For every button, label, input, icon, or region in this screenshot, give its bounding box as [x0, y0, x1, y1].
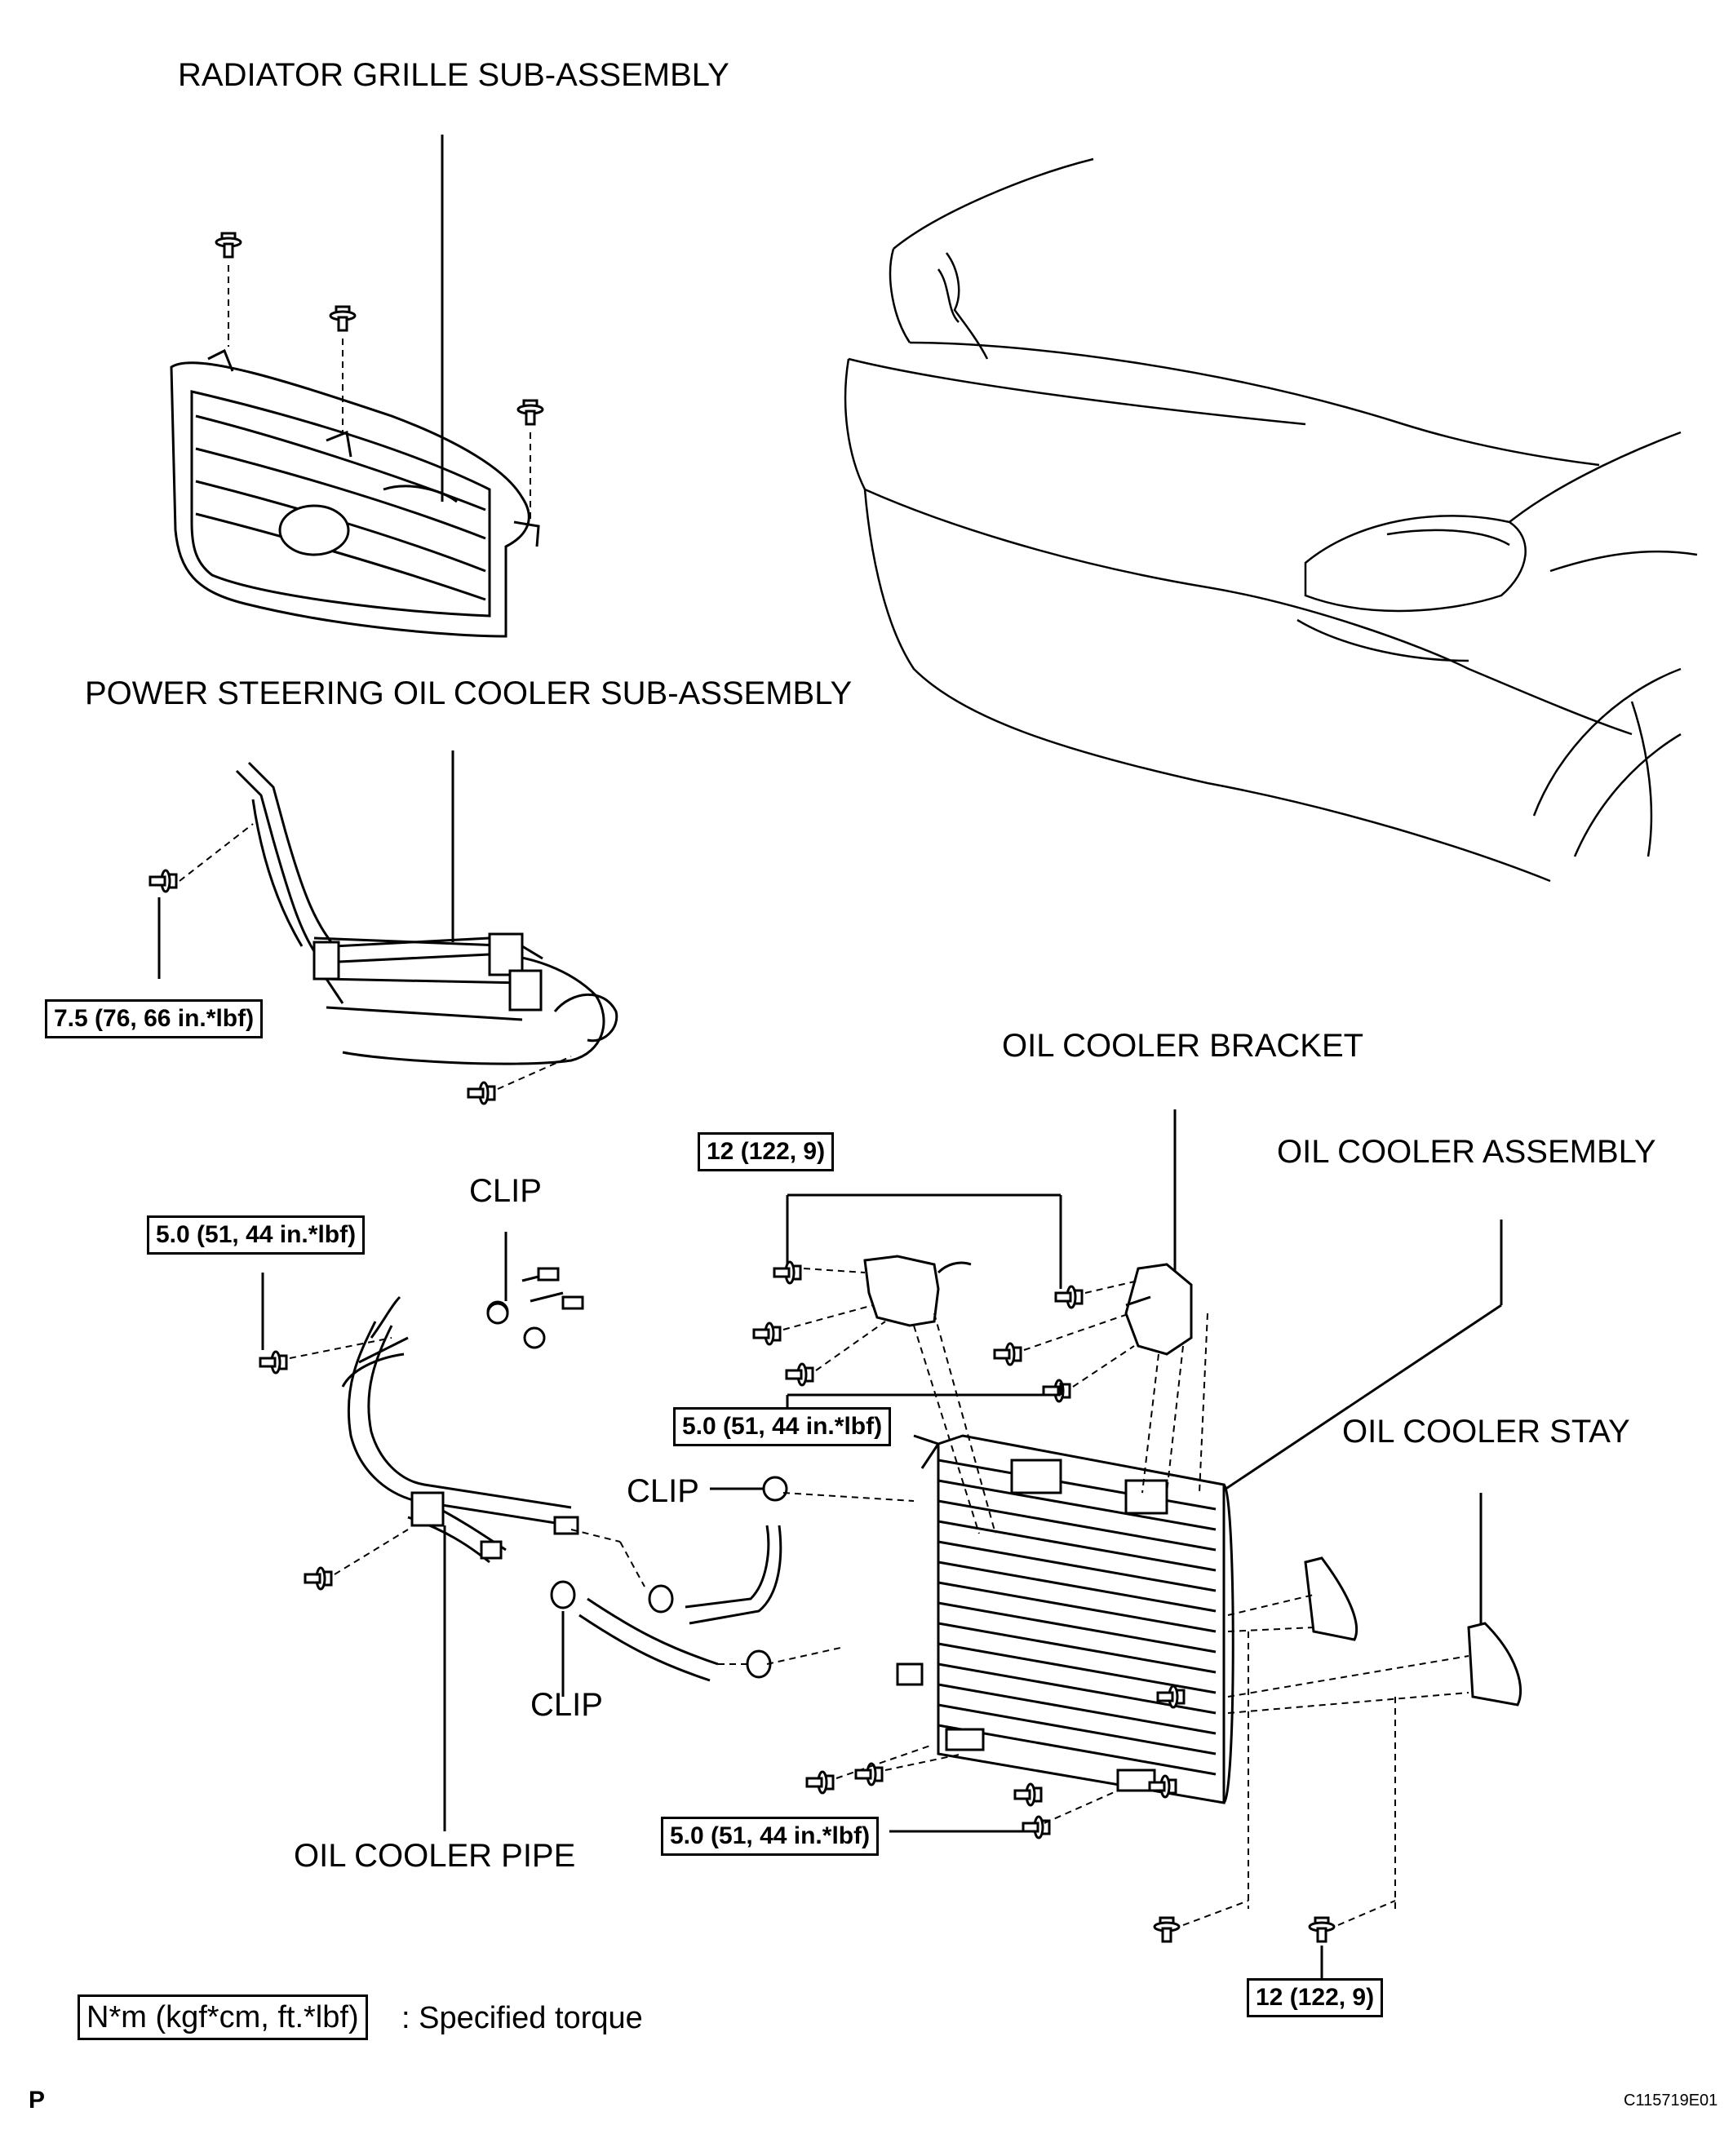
- radiator-grille-illustration: [170, 135, 540, 638]
- oil-cooler-pipe-illustration: [341, 1267, 584, 1831]
- clip-label-middle: CLIP: [627, 1473, 699, 1509]
- grille-screw: [215, 232, 544, 426]
- clip-label-top: CLIP: [469, 1173, 542, 1209]
- torque-stay-bolts: 12 (122, 9): [1247, 1978, 1384, 2017]
- torque-bracket-lower-bolts: 5.0 (51, 44 in.*lbf): [673, 1407, 892, 1446]
- clip-label-bottom: CLIP: [530, 1687, 603, 1723]
- vehicle-front-illustration: [844, 157, 1698, 883]
- figure-code: C115719E01: [1624, 2092, 1718, 2110]
- page-mark-left: P: [29, 2087, 46, 2114]
- torque-bracket-bolts: 12 (122, 9): [698, 1132, 835, 1171]
- pipe-bolt: [259, 1350, 333, 1591]
- oil-cooler-stay-label: OIL COOLER STAY: [1342, 1414, 1630, 1450]
- torque-ps-cooler-bolt: 7.5 (76, 66 in.*lbf): [45, 999, 264, 1038]
- ps-oil-cooler-label: POWER STEERING OIL COOLER SUB-ASSEMBLY: [85, 675, 853, 711]
- oil-cooler-assembly-illustration: [896, 1220, 1503, 1804]
- hoses-illustration: [486, 1232, 788, 1697]
- oil-cooler-bracket-illustration: [863, 1109, 1193, 1356]
- radiator-grille-label: RADIATOR GRILLE SUB-ASSEMBLY: [178, 57, 729, 93]
- torque-legend-box: N*m (kgf*cm, ft.*lbf): [78, 1994, 368, 2040]
- torque-cooler-bottom-bolts: 5.0 (51, 44 in.*lbf): [661, 1817, 880, 1856]
- oil-cooler-bracket-label: OIL COOLER BRACKET: [1002, 1028, 1364, 1064]
- oil-cooler-stay-illustration: [1304, 1493, 1522, 1707]
- torque-legend-description: : Specified torque: [401, 2001, 643, 2035]
- oil-cooler-assembly-label: OIL COOLER ASSEMBLY: [1277, 1134, 1656, 1170]
- torque-pipe-bolt: 5.0 (51, 44 in.*lbf): [147, 1215, 366, 1255]
- oil-cooler-pipe-label: OIL COOLER PIPE: [294, 1838, 576, 1874]
- ps-cooler-bolt: [148, 869, 496, 1105]
- ps-oil-cooler-illustration: [235, 750, 618, 1065]
